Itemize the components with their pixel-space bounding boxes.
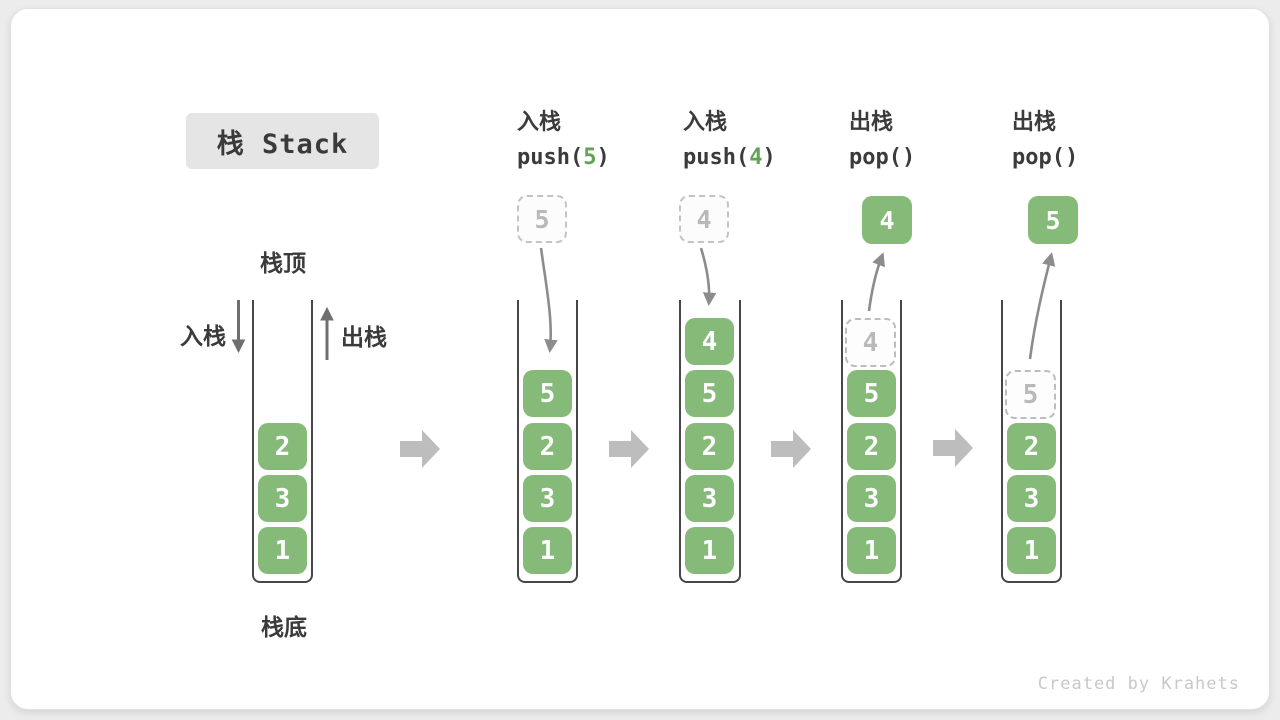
op-label-pop1: 出栈 pop() xyxy=(849,104,1009,176)
op-label-push4: 入栈 push(4) xyxy=(683,104,843,176)
op-name: 出栈 xyxy=(849,109,894,134)
stack-element: 3 xyxy=(685,475,734,522)
stack-element: 2 xyxy=(523,423,572,470)
op-label-push5: 入栈 push(5) xyxy=(517,104,677,176)
diagram-title: 栈 Stack xyxy=(186,113,379,169)
stack-element: 1 xyxy=(847,527,896,574)
incoming-element-box: 4 xyxy=(679,195,729,243)
stack-element: 2 xyxy=(258,423,307,470)
op-code: pop() xyxy=(849,140,1009,176)
stack-element: 2 xyxy=(685,423,734,470)
watermark: Created by Krahets xyxy=(1037,674,1240,694)
stack-element: 1 xyxy=(1007,527,1056,574)
stack-element: 2 xyxy=(847,423,896,470)
code-arg: 4 xyxy=(749,145,763,170)
popped-element-box: 4 xyxy=(862,196,912,244)
op-name: 入栈 xyxy=(683,109,728,134)
op-code: push(4) xyxy=(683,140,843,176)
pop-direction-label: 出栈 xyxy=(341,324,387,350)
stack-element: 4 xyxy=(685,318,734,365)
stack-element-removed: 5 xyxy=(1005,370,1056,419)
op-label-pop2: 出栈 pop() xyxy=(1012,104,1172,176)
code-arg: 5 xyxy=(583,145,597,170)
stack-after-pop1: 4 5 2 3 1 xyxy=(841,300,902,583)
stack-element: 3 xyxy=(523,475,572,522)
stack-element: 5 xyxy=(685,370,734,417)
stack-after-push5: 5 2 3 1 xyxy=(517,300,578,583)
op-name: 入栈 xyxy=(517,109,562,134)
stack-after-push4: 4 5 2 3 1 xyxy=(679,300,741,583)
stack-element: 1 xyxy=(685,527,734,574)
stack-element: 1 xyxy=(523,527,572,574)
code-post: ) xyxy=(1064,145,1079,170)
stack-after-pop2: 5 2 3 1 xyxy=(1001,300,1062,583)
stack-element-removed: 4 xyxy=(845,318,896,367)
code-post: ) xyxy=(762,145,776,170)
stack-bottom-label: 栈底 xyxy=(261,614,307,640)
code-pre: pop( xyxy=(1012,145,1065,170)
op-code: push(5) xyxy=(517,140,677,176)
stack-element: 1 xyxy=(258,527,307,574)
stack-element: 3 xyxy=(1007,475,1056,522)
code-pre: pop( xyxy=(849,145,902,170)
stack-initial: 2 3 1 xyxy=(252,300,313,583)
op-name: 出栈 xyxy=(1012,109,1057,134)
op-code: pop() xyxy=(1012,140,1172,176)
stack-element: 5 xyxy=(847,370,896,417)
stack-element: 3 xyxy=(258,475,307,522)
push-direction-label: 入栈 xyxy=(180,323,226,349)
stack-top-label: 栈顶 xyxy=(260,250,306,276)
code-post: ) xyxy=(596,145,610,170)
stack-element: 3 xyxy=(847,475,896,522)
stack-element: 2 xyxy=(1007,423,1056,470)
code-pre: push( xyxy=(517,145,584,170)
popped-element-box: 5 xyxy=(1028,196,1078,244)
code-pre: push( xyxy=(683,145,750,170)
incoming-element-box: 5 xyxy=(517,195,567,243)
stack-element: 5 xyxy=(523,370,572,417)
code-post: ) xyxy=(901,145,916,170)
